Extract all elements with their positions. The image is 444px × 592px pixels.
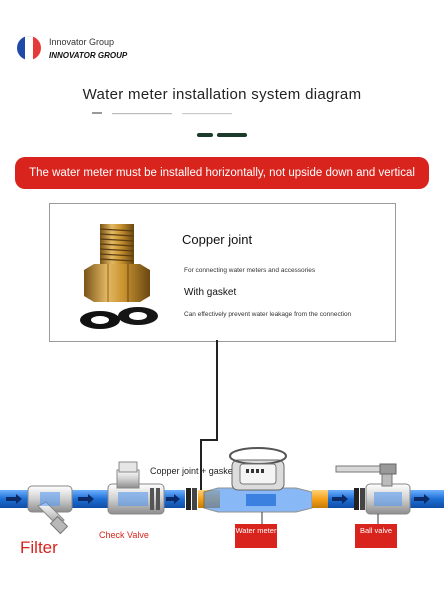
- copper-joint-image: [80, 224, 158, 329]
- brand-name-caps: INNOVATOR GROUP: [49, 51, 128, 60]
- water-meter-label: Water meter: [235, 524, 277, 548]
- ball-valve: [335, 463, 411, 515]
- flag-blue-stripe: [17, 36, 25, 60]
- pipe-segments: [0, 490, 444, 508]
- warning-banner: The water meter must be installed horizo…: [15, 157, 429, 189]
- gasket-ring-left-2: [192, 488, 197, 510]
- filter-label: Filter: [20, 538, 58, 557]
- page-title: Water meter installation system diagram: [82, 86, 362, 103]
- callout-line-drop: [200, 439, 202, 491]
- copper-joint-right: [312, 490, 328, 508]
- gasket-ring-right-2: [360, 488, 365, 510]
- water-meter: [203, 447, 313, 513]
- product-description: For connecting water meters and accessor…: [184, 267, 316, 274]
- callout-line-vertical: [216, 340, 218, 441]
- flag-white-stripe: [25, 36, 33, 60]
- callout-label: Copper joint + gasket: [150, 466, 236, 476]
- france-flag-icon: [17, 36, 41, 60]
- warning-text: The water meter must be installed horizo…: [29, 167, 415, 179]
- divider-dash-left: [197, 133, 213, 137]
- gasket-label: With gasket: [184, 287, 237, 298]
- flag-red-stripe: [33, 36, 41, 60]
- pipeline-diagram: [0, 447, 444, 535]
- flow-arrows: [6, 494, 430, 504]
- gasket-ring-right: [354, 488, 359, 510]
- y-filter: [27, 485, 73, 535]
- gasket-ring-left: [186, 488, 191, 510]
- divider-dash-right: [217, 133, 247, 137]
- faint-subtitle-line: [92, 112, 232, 115]
- check-valve-label: Check Valve: [99, 530, 149, 540]
- gasket-description: Can effectively prevent water leakage fr…: [184, 311, 352, 318]
- callout-line-horizontal: [200, 439, 218, 441]
- brand-name: Innovator Group: [49, 37, 115, 47]
- product-name: Copper joint: [182, 232, 253, 247]
- ball-valve-label: Ball valve: [355, 524, 397, 548]
- check-valve: [107, 461, 165, 515]
